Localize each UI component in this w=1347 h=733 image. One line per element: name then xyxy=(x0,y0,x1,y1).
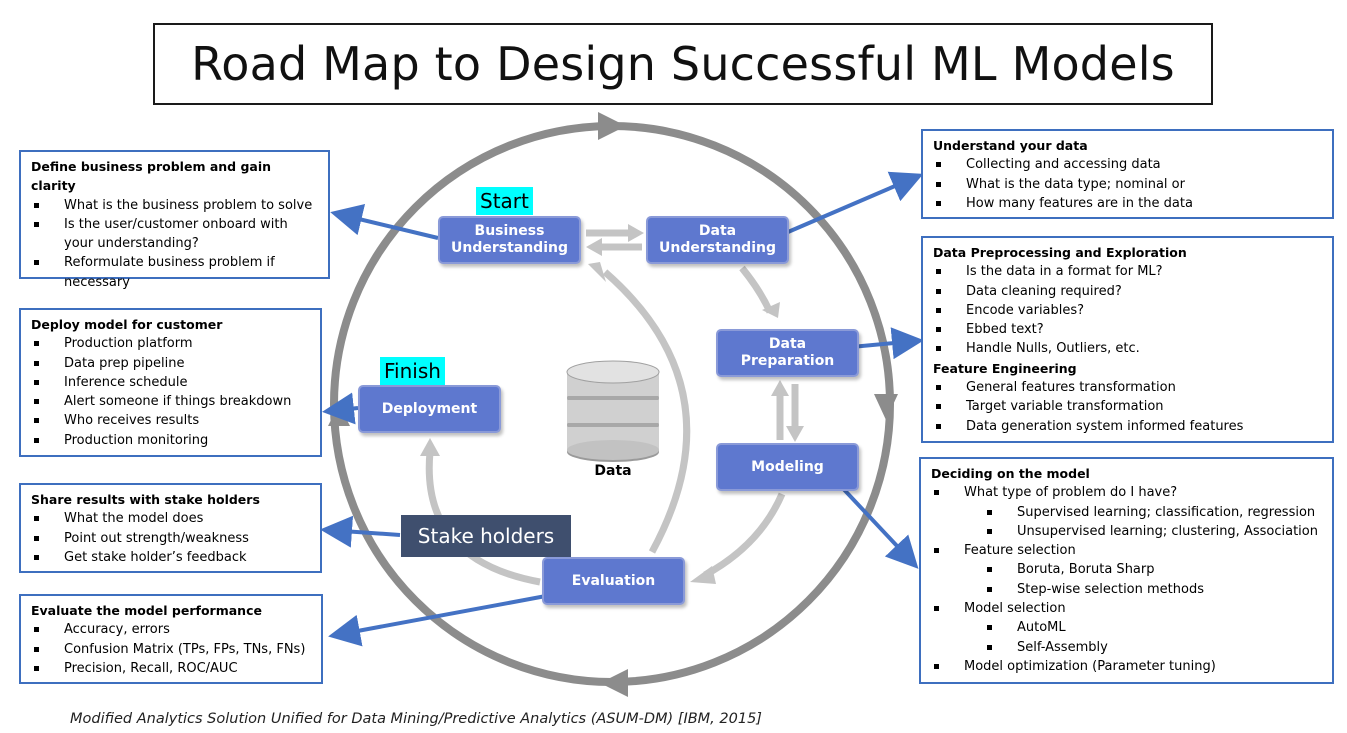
list-item: Accuracy, errors xyxy=(31,620,313,639)
stage-data-preparation[interactable]: Data Preparation xyxy=(716,329,859,377)
cycle-arrow-top xyxy=(598,112,626,140)
connector-deploy-box xyxy=(322,392,359,425)
list-item: Data prep pipeline xyxy=(31,354,312,373)
list-item: Reformulate business problem if necessar… xyxy=(31,253,320,292)
stage-label: Data Preparation xyxy=(740,336,835,369)
finish-tag: Finish xyxy=(380,357,445,385)
stage-evaluation[interactable]: Evaluation xyxy=(542,557,685,605)
list-item: Feature selection xyxy=(931,541,1324,560)
stake-holders-label: Stake holders xyxy=(401,515,571,557)
connector-bu-define xyxy=(330,204,439,240)
list-item: Point out strength/weakness xyxy=(31,529,312,548)
list-item: Production monitoring xyxy=(31,431,312,450)
sub-list-item: Boruta, Boruta Sharp xyxy=(931,560,1324,579)
box-heading: Deploy model for customer xyxy=(31,317,223,332)
share-box: Share results with stake holders What th… xyxy=(19,483,322,573)
database-icon xyxy=(566,360,660,462)
stage-label: Data Understanding xyxy=(658,223,776,256)
stake-holders-text: Stake holders xyxy=(417,524,555,548)
list-item: General features transformation xyxy=(933,378,1324,397)
box-heading: Share results with stake holders xyxy=(31,492,260,507)
understand-box: Understand your data Collecting and acce… xyxy=(921,129,1334,219)
box-heading: Evaluate the model performance xyxy=(31,603,262,618)
cycle-arrow-right xyxy=(874,394,898,420)
stage-label: Evaluation xyxy=(571,572,656,589)
list-item: What type of problem do I have? xyxy=(931,483,1324,502)
stage-data-understanding[interactable]: Data Understanding xyxy=(646,216,789,264)
sub-list-item: Supervised learning; classification, reg… xyxy=(931,503,1324,522)
deploy-box: Deploy model for customer Production pla… xyxy=(19,308,322,457)
source-caption: Modified Analytics Solution Unified for … xyxy=(70,711,762,727)
box-subheading: Feature Engineering xyxy=(933,360,1077,376)
page-title: Road Map to Design Successful ML Models xyxy=(191,37,1175,91)
sub-list-item: Unsupervised learning; clustering, Assoc… xyxy=(931,522,1324,541)
connector-stake-share xyxy=(320,515,401,548)
preprocess-box: Data Preprocessing and Exploration Is th… xyxy=(921,236,1334,443)
flow-eval-to-bu xyxy=(602,269,691,554)
list-item: Encode variables? xyxy=(933,301,1324,320)
stage-deployment[interactable]: Deployment xyxy=(358,385,501,433)
list-item: What is the business problem to solve xyxy=(31,196,320,215)
model-box: Deciding on the model What type of probl… xyxy=(919,457,1334,684)
stage-business-understanding[interactable]: Business Understanding xyxy=(438,216,581,264)
list-item: What is the data type; nominal or xyxy=(933,175,1324,194)
box-heading: Define business problem and gain clarity xyxy=(31,159,272,194)
list-item: Precision, Recall, ROC/AUC xyxy=(31,659,313,678)
define-box: Define business problem and gain clarity… xyxy=(19,150,330,290)
list-item: Inference schedule xyxy=(31,373,312,392)
stage-label: Business Understanding xyxy=(450,223,568,256)
flow-mod-to-eval xyxy=(703,492,786,579)
list-item: Data cleaning required? xyxy=(933,282,1324,301)
box-heading: Data Preprocessing and Exploration xyxy=(933,245,1187,260)
evaluate-box: Evaluate the model performance Accuracy,… xyxy=(19,594,323,684)
list-item: Model selection xyxy=(931,599,1324,618)
list-item: Confusion Matrix (TPs, FPs, TNs, FNs) xyxy=(31,640,313,659)
stage-label: Modeling xyxy=(751,458,824,475)
sub-list-item: Step-wise selection methods xyxy=(931,580,1324,599)
list-item: Data generation system informed features xyxy=(933,417,1324,436)
start-tag: Start xyxy=(476,187,533,215)
stage-modeling[interactable]: Modeling xyxy=(716,443,859,491)
list-item: Alert someone if things breakdown xyxy=(31,392,312,411)
list-item: What the model does xyxy=(31,509,312,528)
cycle-arrow-bottom xyxy=(600,669,628,697)
connector-eval-evaluate xyxy=(328,591,563,647)
list-item: Target variable transformation xyxy=(933,397,1324,416)
stage-label: Deployment xyxy=(381,400,478,417)
sub-list-item: Self-Assembly xyxy=(931,638,1324,657)
list-item: Is the data in a format for ML? xyxy=(933,262,1324,281)
sub-list-item: AutoML xyxy=(931,618,1324,637)
list-item: Is the user/customer onboard with your u… xyxy=(31,215,320,254)
list-item: Get stake holder’s feedback xyxy=(31,548,312,567)
list-item: Production platform xyxy=(31,334,312,353)
title-box: Road Map to Design Successful ML Models xyxy=(153,23,1213,105)
box-heading: Deciding on the model xyxy=(931,466,1090,481)
list-item: Handle Nulls, Outliers, etc. xyxy=(933,339,1324,358)
list-item: Ebbed text? xyxy=(933,320,1324,339)
data-label: Data xyxy=(594,463,632,479)
list-item: Collecting and accessing data xyxy=(933,155,1324,174)
connector-du-understand xyxy=(787,171,924,234)
list-item: Model optimization (Parameter tuning) xyxy=(931,657,1324,676)
box-heading: Understand your data xyxy=(933,138,1088,153)
list-item: How many features are in the data xyxy=(933,194,1324,213)
flow-du-to-dp xyxy=(739,265,774,314)
list-item: Who receives results xyxy=(31,411,312,430)
